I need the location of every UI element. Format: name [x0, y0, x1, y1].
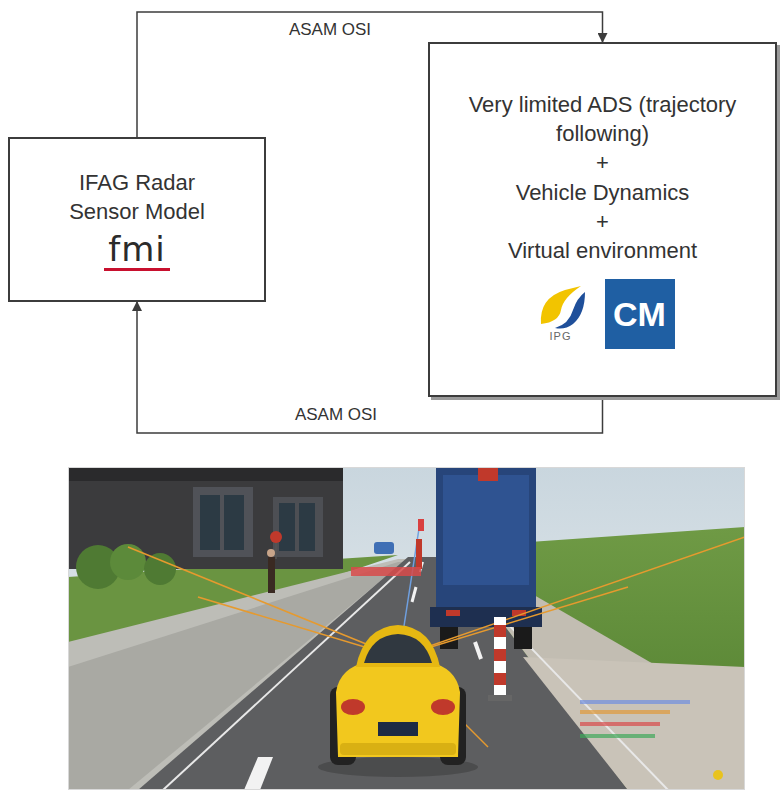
connector-label: ASAM OSI [292, 405, 380, 425]
plus-sign: + [596, 207, 609, 236]
logo-text: CM [613, 297, 666, 331]
box-text: Very limited ADS (trajectory following) [442, 90, 763, 148]
carmaker-logo: CM [605, 279, 675, 349]
ipg-logo: IPG [531, 284, 591, 343]
box-text: Virtual environment [508, 236, 697, 265]
sensor-model-box: IFAG Radar Sensor Model fmi [8, 137, 266, 302]
ipg-swirl [535, 284, 587, 330]
simulation-box: Very limited ADS (trajectory following)+… [428, 42, 777, 397]
plus-sign: + [596, 148, 609, 177]
logo-row: IPG CM [531, 279, 675, 349]
logo-text: IPG [550, 330, 572, 343]
connector-label: ASAM OSI [286, 20, 374, 40]
box-text: Vehicle Dynamics [516, 178, 690, 207]
box-title: IFAG Radar Sensor Model [42, 168, 232, 226]
simulation-screenshot [68, 467, 745, 790]
fmi-logo: fmi [104, 232, 170, 271]
